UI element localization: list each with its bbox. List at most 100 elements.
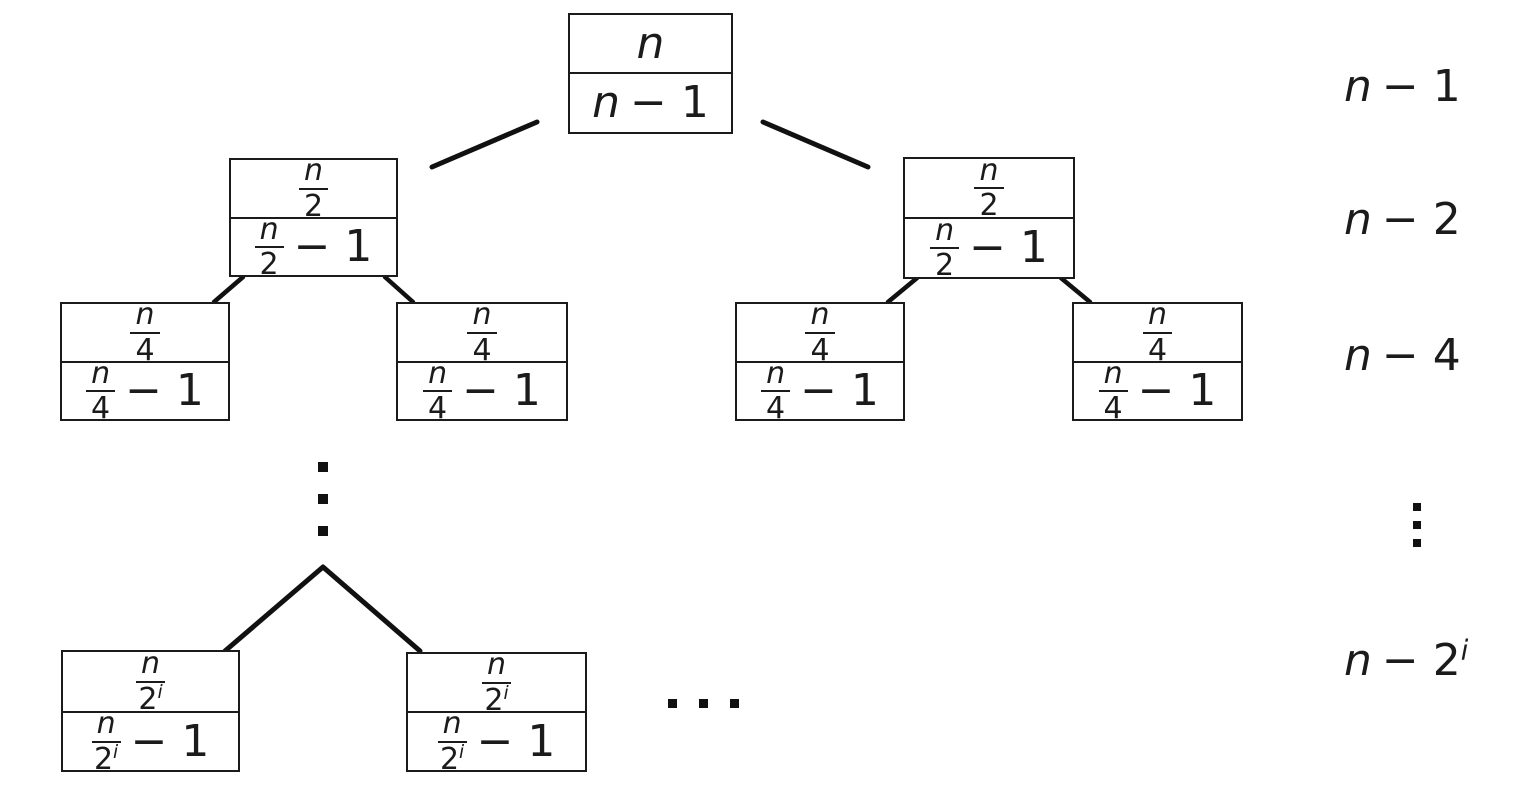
label-var: n	[1344, 61, 1372, 112]
ellipsis-dot	[318, 462, 328, 472]
fraction-numerator: n	[437, 708, 467, 743]
fraction-numerator: n	[481, 649, 511, 684]
fraction-numerator: n	[135, 648, 165, 683]
fraction-denominator: 4	[91, 391, 111, 426]
cost-suffix: − 1	[462, 365, 541, 416]
edge-l2right-to-child1	[885, 275, 920, 305]
edge-root-to-right-child	[760, 119, 871, 170]
ellipsis-dot	[1413, 521, 1421, 529]
leveli-cost-label: n− 2i	[1344, 635, 1469, 687]
fraction-denominator: 2	[303, 188, 324, 224]
horizontal-ellipsis-icon	[668, 699, 761, 708]
node-cost-cell: n− 1	[568, 72, 733, 134]
right-vertical-ellipsis-icon	[1413, 503, 1421, 557]
label-rest: − 2	[1381, 194, 1461, 245]
fraction-denominator: 2i	[138, 683, 162, 715]
fraction-numerator: n	[130, 299, 160, 334]
edge-l2left-to-child2	[382, 274, 416, 305]
fraction-numerator: n	[298, 155, 328, 190]
level2-cost-label: n− 2	[1344, 194, 1461, 246]
ellipsis-dot	[699, 699, 708, 708]
fraction-numerator: n	[423, 358, 453, 392]
cost-suffix: − 1	[1137, 365, 1217, 416]
denominator-exponent: i	[503, 682, 509, 704]
fraction-numerator: n	[930, 215, 960, 249]
denominator-base: 2	[93, 741, 114, 777]
cost-suffix: − 1	[293, 221, 373, 272]
fraction-denominator: 2	[259, 247, 279, 282]
cost-suffix: − 1	[125, 365, 204, 416]
fraction-numerator: n	[91, 708, 121, 743]
cost-suffix: − 1	[630, 77, 709, 128]
label-var: n	[1344, 635, 1372, 686]
cost-suffix: − 1	[969, 222, 1048, 273]
ellipsis-dot	[1413, 503, 1421, 511]
cost-suffix: − 1	[130, 715, 210, 767]
denominator-base: 2	[484, 682, 504, 718]
fraction-numerator: n	[761, 358, 791, 392]
label-rest: − 1	[1381, 61, 1461, 112]
left-vertical-ellipsis-icon	[318, 462, 328, 558]
level3-cost-label: n− 4	[1344, 330, 1461, 382]
node-size-cell: n	[568, 13, 733, 74]
fraction-denominator: 2i	[94, 743, 118, 775]
fraction-denominator: 4	[1103, 391, 1123, 426]
fraction-numerator: n	[86, 358, 116, 392]
fraction-denominator: 4	[472, 332, 492, 368]
denominator-base: 2	[439, 741, 460, 777]
label-exponent: i	[1460, 635, 1469, 667]
edge-apex-to-leveli-children	[222, 564, 423, 654]
fraction-denominator: 4	[810, 332, 830, 368]
size-expression: n	[636, 17, 665, 69]
cost-suffix: − 1	[476, 715, 556, 767]
label-rest: − 2	[1381, 635, 1461, 686]
tree-node-root: n n− 1	[568, 13, 733, 134]
denominator-base: 2	[138, 681, 158, 717]
ellipsis-dot	[668, 699, 677, 708]
label-var: n	[1344, 194, 1372, 245]
fraction-numerator: n	[974, 155, 1004, 189]
ellipsis-dot	[1413, 539, 1421, 547]
fraction-denominator: 2i	[440, 743, 464, 775]
fraction-numerator: n	[1142, 299, 1172, 334]
fraction-denominator: 4	[1147, 332, 1168, 368]
cost-var: n	[592, 77, 621, 128]
fraction-denominator: 4	[428, 391, 448, 426]
edge-l2left-to-child1	[211, 274, 246, 305]
fraction-numerator: n	[254, 214, 284, 248]
fraction-denominator: 2	[935, 248, 955, 283]
